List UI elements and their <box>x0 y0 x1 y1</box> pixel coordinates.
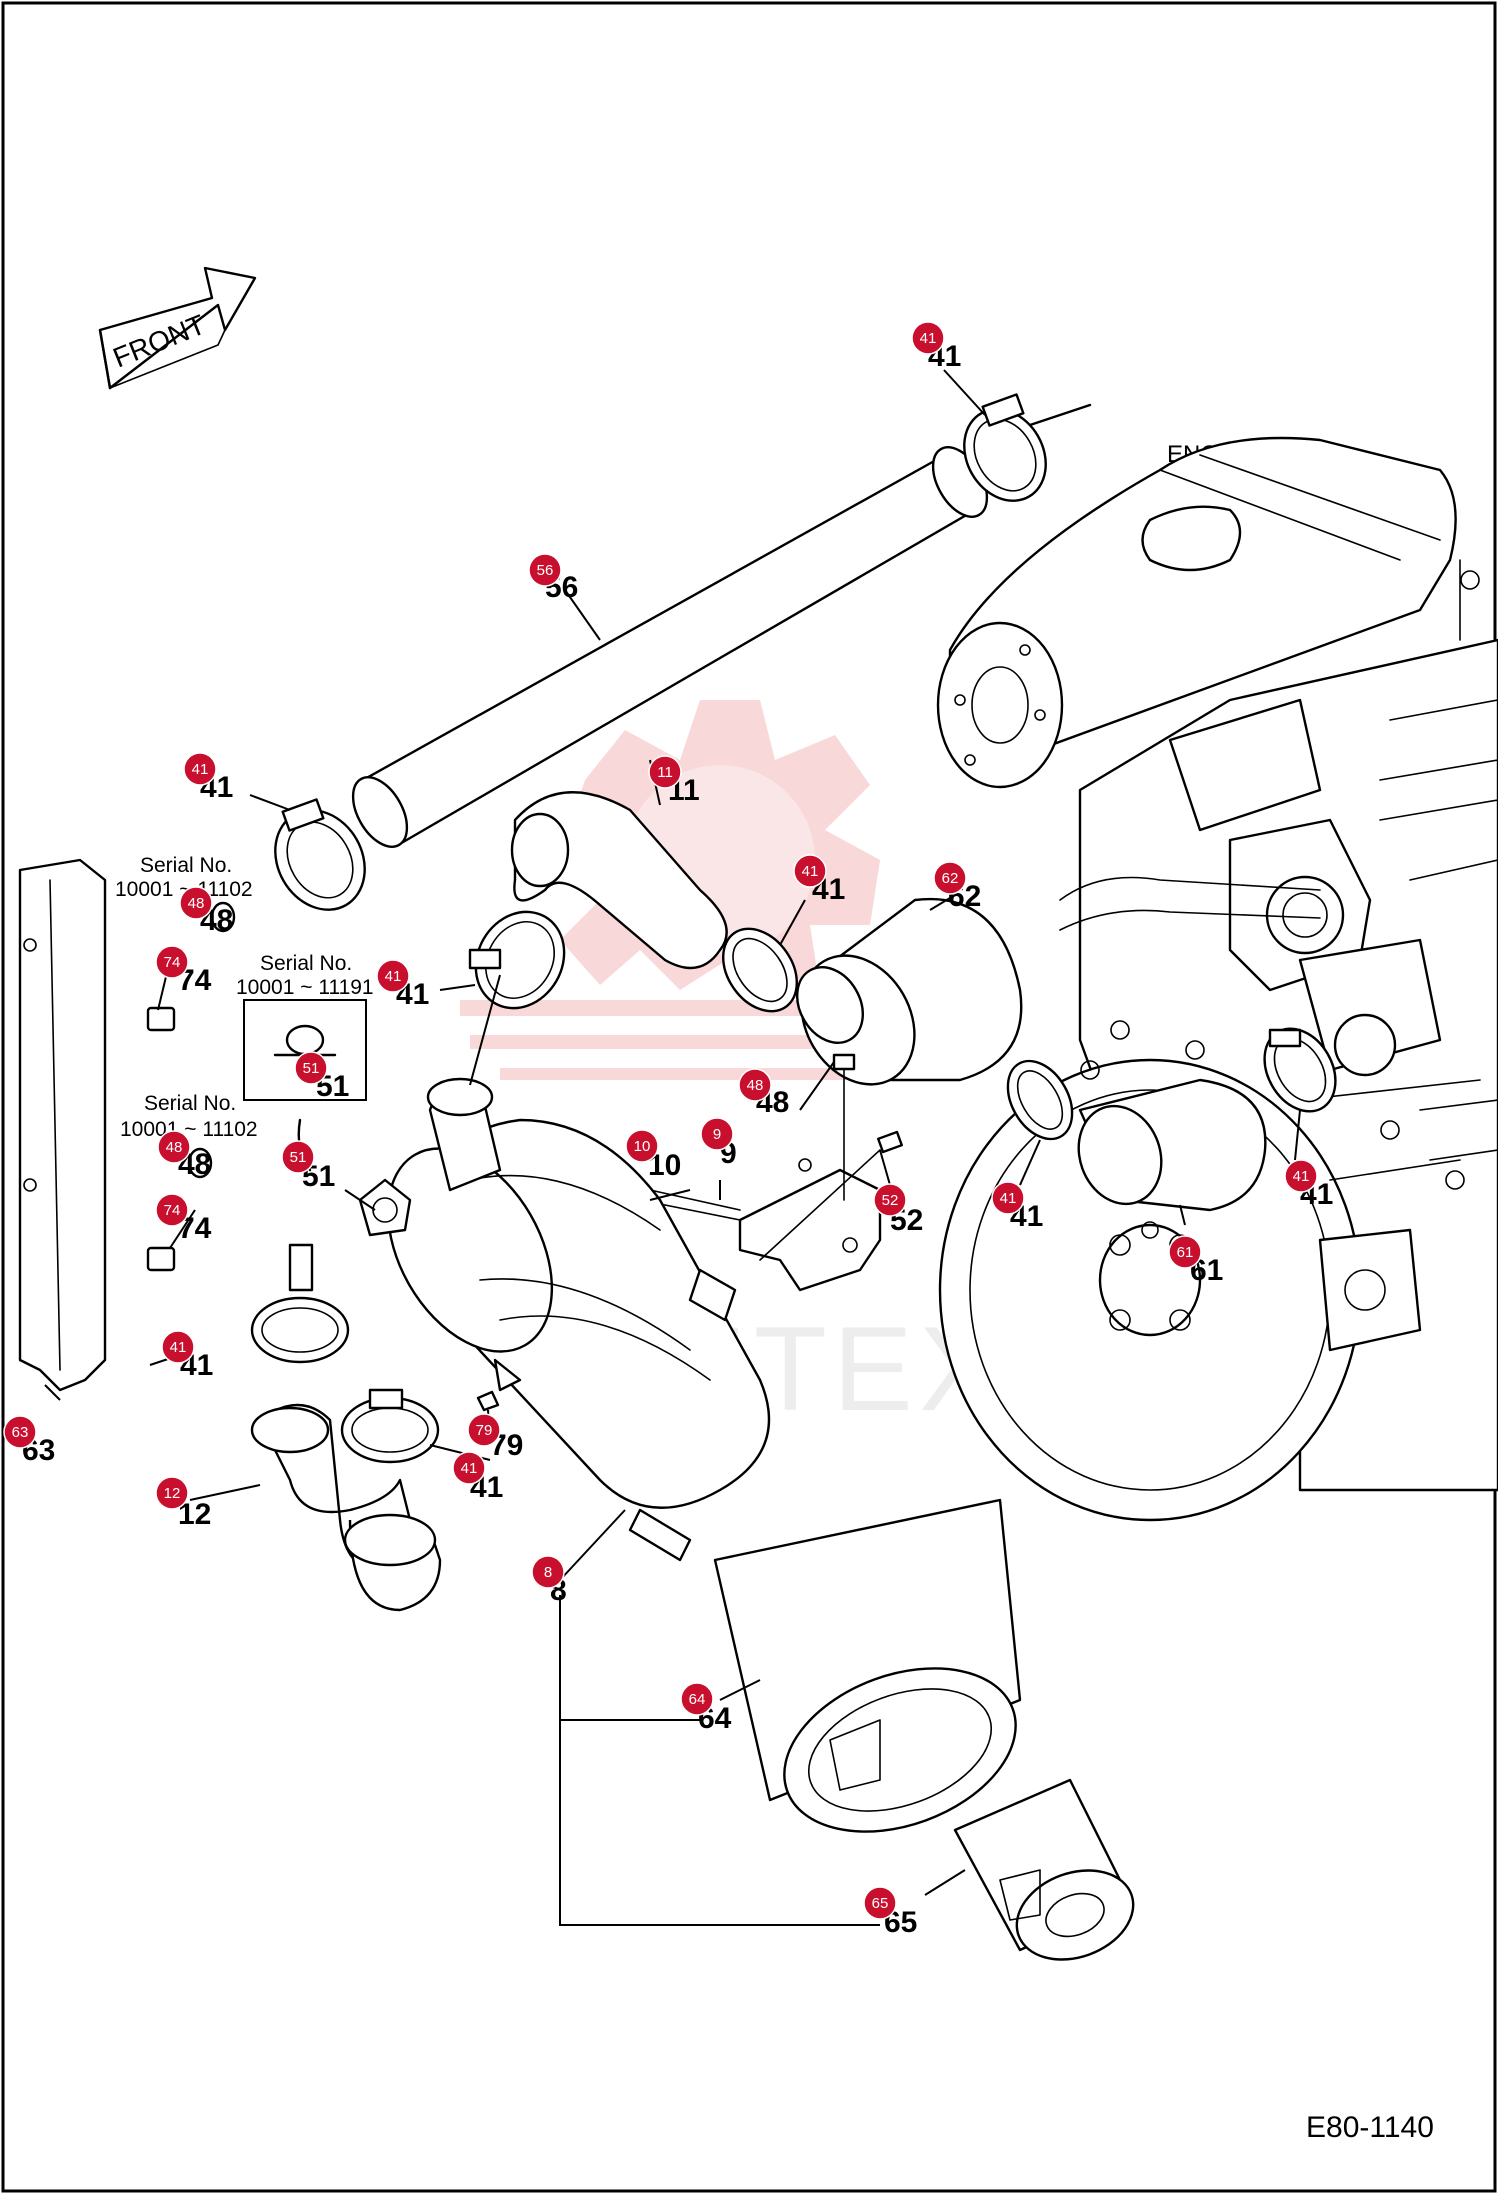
hotspot-56-text: 56 <box>537 562 554 579</box>
hotspot-51-inset[interactable]: 51 <box>294 1051 328 1085</box>
hotspot-61[interactable]: 61 <box>1168 1235 1202 1269</box>
part-41-clamp-lower-right <box>340 1388 440 1464</box>
hotspot-10-text: 10 <box>634 1138 651 1155</box>
hotspot-51-inset-text: 51 <box>303 1060 320 1077</box>
serial-note-1-range: 10001 ~ 11102 <box>115 878 253 901</box>
serial-note-3-label: Serial No. <box>144 1092 236 1115</box>
hotspot-11[interactable]: 11 <box>648 755 682 789</box>
serial-note-1-label: Serial No. <box>140 854 232 877</box>
hotspot-41-engine-left[interactable]: 41 <box>991 1181 1025 1215</box>
hotspot-52-text: 52 <box>882 1192 899 1209</box>
part-79-fitting <box>476 1390 500 1412</box>
hotspot-52[interactable]: 52 <box>873 1183 907 1217</box>
hotspot-51-text: 51 <box>290 1149 307 1166</box>
part-56-long-hose <box>351 403 1092 848</box>
hotspot-10[interactable]: 10 <box>625 1129 659 1163</box>
part-63-side-panel <box>18 858 107 1392</box>
hotspot-74-upper[interactable]: 74 <box>155 945 189 979</box>
part-48-washer-lower <box>187 1147 213 1179</box>
part-51-dust-cap <box>358 1178 412 1237</box>
part-41-clamp-engine-right <box>1263 1027 1337 1113</box>
serial-note-3-range: 10001 ~ 11102 <box>120 1118 258 1141</box>
hotspot-41-lower-left[interactable]: 41 <box>161 1330 195 1364</box>
part-41-clamp-top <box>963 393 1047 502</box>
hotspot-48-lower-text: 48 <box>166 1139 183 1156</box>
part-12-inlet-elbow <box>250 1403 442 1612</box>
engine-block-drawing <box>936 436 1498 1522</box>
hotspot-79-text: 79 <box>476 1422 493 1439</box>
part-11-elbow-hose <box>510 791 728 970</box>
hotspot-12[interactable]: 12 <box>155 1476 189 1510</box>
hotspot-74-lower-text: 74 <box>164 1202 181 1219</box>
part-8-air-cleaner <box>386 1118 771 1562</box>
hotspot-41-mid[interactable]: 41 <box>376 959 410 993</box>
hotspot-65-text: 65 <box>872 1895 889 1912</box>
part-41-clamp-engine-left <box>1006 1059 1074 1141</box>
hotspot-41-lower-right[interactable]: 41 <box>452 1451 486 1485</box>
hotspot-11-text: 11 <box>657 764 673 781</box>
hotspot-41-engine-right[interactable]: 41 <box>1284 1159 1318 1193</box>
hotspot-41-lower-left-text: 41 <box>170 1339 187 1356</box>
hotspot-41-left-hose-text: 41 <box>192 761 209 778</box>
part-41-clamp-near-62 <box>722 927 798 1013</box>
hotspot-48-upper[interactable]: 48 <box>179 886 213 920</box>
hotspot-41-mid-text: 41 <box>385 968 402 985</box>
hotspot-8-text: 8 <box>544 1564 552 1581</box>
hotspot-74-upper-text: 74 <box>164 954 181 971</box>
hotspot-9[interactable]: 9 <box>700 1117 734 1151</box>
hotspot-41-engine-left-text: 41 <box>1000 1190 1017 1207</box>
part-62-outlet-pipe <box>796 897 1023 1086</box>
hotspot-56[interactable]: 56 <box>528 553 562 587</box>
hotspot-8[interactable]: 8 <box>531 1555 565 1589</box>
hotspot-48-lower[interactable]: 48 <box>157 1130 191 1164</box>
hotspot-48-middle[interactable]: 48 <box>738 1068 772 1102</box>
hotspot-65[interactable]: 65 <box>863 1886 897 1920</box>
part-64-primary-filter <box>713 1498 1022 1833</box>
hotspot-12-text: 12 <box>164 1485 181 1502</box>
hotspot-41-lower-right-text: 41 <box>461 1460 478 1477</box>
hotspot-41-top[interactable]: 41 <box>911 321 945 355</box>
hotspot-62-text: 62 <box>942 870 959 887</box>
hotspot-62[interactable]: 62 <box>933 861 967 895</box>
part-65-safety-filter <box>953 1778 1135 1961</box>
filter-group-bracket <box>559 1595 880 1926</box>
part-61-engine-elbow <box>1077 1078 1267 1212</box>
hotspot-64-text: 64 <box>689 1691 706 1708</box>
hotspot-9-text: 9 <box>713 1126 721 1143</box>
hotspot-79[interactable]: 79 <box>467 1413 501 1447</box>
hotspot-48-upper-text: 48 <box>188 895 205 912</box>
hotspot-51[interactable]: 51 <box>281 1140 315 1174</box>
hotspot-61-text: 61 <box>1177 1244 1194 1261</box>
hotspot-63[interactable]: 63 <box>3 1415 37 1449</box>
hotspot-64[interactable]: 64 <box>680 1682 714 1716</box>
part-74-bolt-lower <box>146 1246 176 1272</box>
hotspot-63-text: 63 <box>12 1424 29 1441</box>
part-41-clamp-left-hose <box>274 798 366 911</box>
serial-note-2-label: Serial No. <box>260 952 352 975</box>
part-48-bolt-middle <box>832 1053 856 1201</box>
hotspot-41-center-text: 41 <box>802 863 819 880</box>
figure-code: E80-1140 <box>1306 2111 1434 2144</box>
hotspot-41-left-hose[interactable]: 41 <box>183 752 217 786</box>
hotspot-41-top-text: 41 <box>920 330 937 347</box>
hotspot-41-engine-right-text: 41 <box>1293 1168 1310 1185</box>
hotspot-48-middle-text: 48 <box>747 1077 764 1094</box>
part-inlet-tube <box>426 1077 502 1192</box>
front-arrow <box>98 266 257 390</box>
hotspot-41-center[interactable]: 41 <box>793 854 827 888</box>
part-74-bolt-upper <box>146 1006 176 1032</box>
part-52-bolt <box>759 1130 903 1261</box>
serial-note-2-range: 10001 ~ 11191 <box>236 976 374 999</box>
part-number-labels: 41 56 41 11 41 62 48 74 51 41 51 48 74 1… <box>22 340 1333 1939</box>
part-41-clamp-lower-left <box>250 1243 350 1364</box>
hotspot-74-lower[interactable]: 74 <box>155 1193 189 1227</box>
part-48-washer-upper <box>210 901 236 933</box>
